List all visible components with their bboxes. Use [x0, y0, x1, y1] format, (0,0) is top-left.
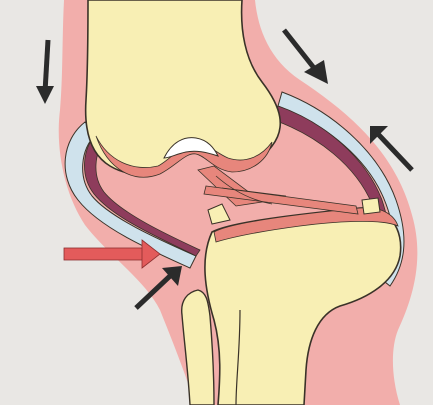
meniscus-right — [362, 198, 380, 214]
